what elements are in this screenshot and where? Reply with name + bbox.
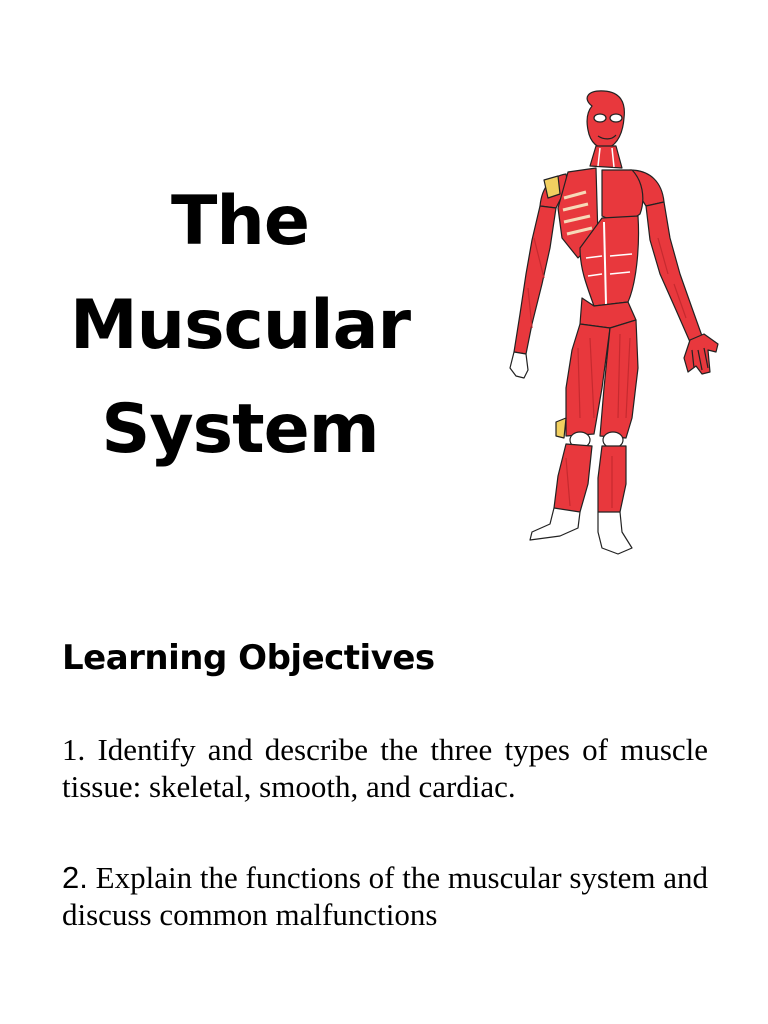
abdomen: [579, 215, 640, 307]
hand-right: [683, 333, 719, 375]
learning-objectives-heading: Learning Objectives: [62, 638, 435, 678]
objective-text: Identify and describe the three types of…: [62, 732, 709, 804]
foot-left: [529, 507, 581, 541]
eye-right: [609, 113, 623, 123]
objective-item-1: 1. Identify and describe the three types…: [62, 731, 708, 805]
human-muscular-system-illustration: [509, 90, 719, 555]
objective-item-2: 2. Explain the functions of the muscular…: [62, 859, 708, 933]
hand-left: [509, 351, 529, 379]
title-line-3: System: [101, 390, 379, 469]
objective-text: Explain the functions of the muscular sy…: [62, 860, 709, 932]
chest-left: [557, 167, 599, 259]
objective-number: 2.: [62, 860, 88, 895]
pectoral-right: [601, 169, 644, 221]
arm-right: [645, 201, 703, 343]
page-title: The Muscular System: [40, 170, 440, 482]
calf-left: [553, 443, 593, 517]
title-line-2: Muscular: [69, 286, 411, 365]
foot-right: [597, 511, 633, 555]
neck: [589, 145, 623, 169]
arm-left: [513, 205, 557, 355]
objective-number: 1.: [62, 732, 86, 767]
eye-left: [593, 113, 607, 123]
title-line-1: The: [171, 182, 310, 261]
